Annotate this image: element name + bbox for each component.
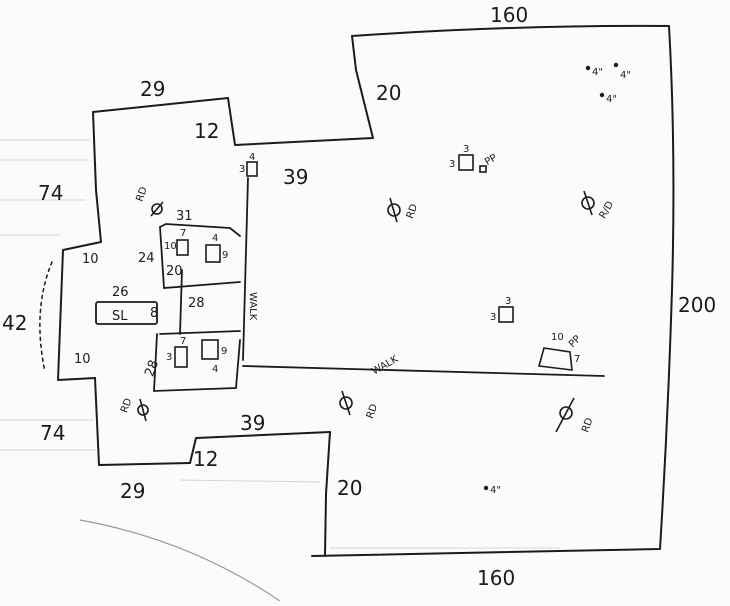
dim-left-end: 42: [2, 311, 27, 335]
drain-label: RD: [405, 202, 420, 220]
drain-icon: [150, 201, 164, 217]
upper-room-box-a-label: 10: [164, 241, 177, 252]
lower-room-box-d-label: 9: [221, 346, 227, 357]
dots: [483, 62, 619, 491]
dim-upper-wing-side: 74: [38, 181, 63, 205]
dot-note: 4": [620, 70, 631, 81]
bench-length: 26: [112, 285, 129, 300]
upper-room-box-b: [205, 244, 221, 263]
mid-box: [498, 306, 514, 323]
drain-icon: [339, 390, 353, 416]
center-box-label-a: 3: [449, 159, 455, 170]
right-box: [537, 347, 573, 371]
building-outline: [39, 24, 675, 557]
mini-box-label-a: 3: [239, 164, 245, 175]
dim-bottom: 160: [477, 566, 515, 590]
upper-room-box-b-label: 7: [180, 228, 186, 239]
equipment-boxes: [174, 154, 573, 371]
mid-box-label-a: 3: [490, 312, 496, 323]
dim-upper-wing-top: 29: [140, 77, 165, 101]
scan-noise: [0, 139, 560, 549]
room-upper-bottom: 20: [166, 264, 183, 279]
center-box-label-b: 3: [463, 144, 469, 155]
drain-label: RD: [119, 397, 134, 415]
dim-lower-wing-bottom: 29: [120, 479, 145, 503]
bottom-left-lines: [79, 519, 281, 602]
drain-icon: [555, 397, 575, 433]
dim-upper-span: 39: [283, 165, 308, 189]
drain-icon: [137, 398, 149, 422]
drain-icon: [387, 197, 401, 223]
dim-lower-step: 12: [193, 447, 218, 471]
dim-lower-span: 39: [240, 411, 265, 435]
lower-room-box-b-label: 7: [180, 336, 186, 347]
room-upper-side: 24: [138, 251, 155, 266]
dot-note: 4": [592, 67, 603, 78]
drain-label: R/D: [598, 199, 617, 220]
bench-label: SL: [112, 309, 128, 324]
room-upper-top: 31: [176, 209, 193, 224]
center-small-box: [479, 165, 487, 173]
dim-left-step-lower: 10: [74, 352, 91, 367]
mid-box-label-b: 3: [505, 296, 511, 307]
dim-right: 200: [678, 293, 716, 317]
walk-vertical: WALK: [247, 292, 258, 321]
drain-label: RD: [365, 402, 380, 420]
dim-lower-wing-side: 74: [40, 421, 65, 445]
mini-box-label-b: 4: [249, 152, 255, 163]
drain-icon: [581, 190, 595, 216]
dim-upper-notch: 20: [376, 81, 401, 105]
lower-room-box-b: [201, 339, 219, 360]
upper-room-box-a: [176, 239, 189, 256]
dim-upper-step: 12: [194, 119, 219, 143]
lower-room-box-a: [174, 346, 188, 368]
right-box-label-a: 10: [551, 332, 564, 343]
upper-room-box-d-label: 9: [222, 250, 228, 261]
center-box: [458, 154, 474, 171]
dim-left-step-upper: 10: [82, 252, 99, 267]
lower-room-box-c-label: 4: [212, 364, 218, 375]
bench-end: 8: [150, 306, 158, 321]
dot-note: 4": [490, 485, 501, 496]
dot-note: 4": [606, 94, 617, 105]
drain-label: RD: [580, 416, 595, 434]
right-box-label-b: 7: [574, 354, 580, 365]
walk-horizontal: WALK: [370, 354, 400, 378]
upper-room-box-c-label: 4: [212, 233, 218, 244]
dim-lower-notch: 20: [337, 476, 362, 500]
drain-label: RD: [135, 185, 150, 203]
dim-top: 160: [490, 3, 528, 27]
mini-box: [246, 161, 258, 177]
interior-walls: [95, 177, 605, 392]
roof-drains: [137, 190, 595, 433]
center-box-pp: PP: [483, 153, 499, 169]
room-middle: 28: [188, 296, 205, 311]
right-box-pp: PP: [567, 334, 583, 350]
room-lower-side: 28: [142, 358, 162, 379]
lower-room-box-a-label: 3: [166, 352, 172, 363]
